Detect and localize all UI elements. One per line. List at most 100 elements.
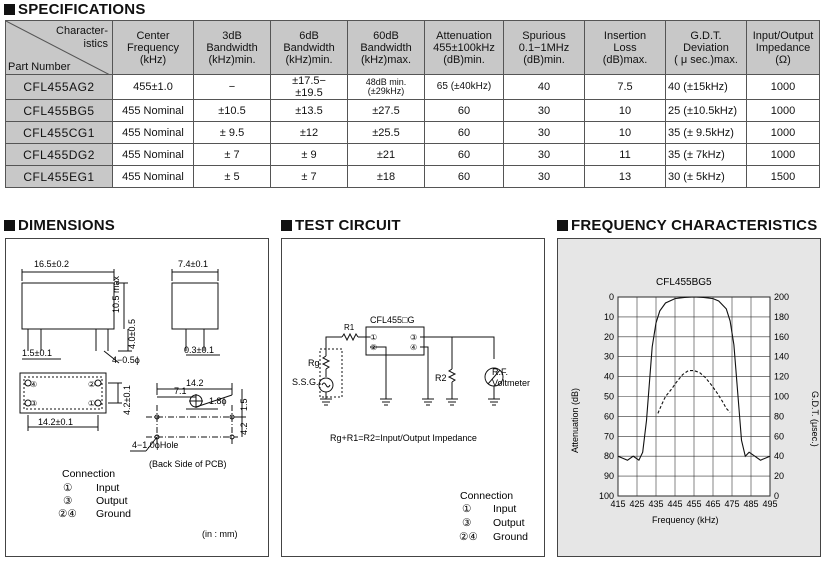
heading-square-icon (557, 220, 568, 231)
pin-3-label: ③ (30, 399, 37, 408)
attenuation-series-line (617, 296, 771, 462)
table-row: CFL455CG1 455 Nominal ± 9.5 ±12 ±25.5 60… (5, 121, 820, 144)
chart-y-tick-label: 50 (604, 392, 614, 402)
frequency-chart: CFL455BG5 Frequency (kHz) Attenuation (d… (570, 277, 820, 525)
test-circuit-heading: TEST CIRCUIT (281, 217, 401, 234)
bw60-cell: ±25.5 (347, 121, 425, 144)
gdt-cell: 35 (± 7kHz) (665, 143, 747, 166)
dim-pin-thickness-text: 0.3±0.1 (184, 345, 214, 355)
chart-y2-tick-label: 140 (774, 352, 789, 362)
gdt-cell: 40 (±15kHz) (665, 74, 747, 100)
center-frequency-cell: 455 Nominal (112, 165, 194, 188)
impedance-cell: 1000 (746, 121, 820, 144)
chart-y-tick-label: 60 (604, 411, 614, 421)
connection-label: Input (493, 503, 516, 515)
dim-length-text: 16.5±0.2 (34, 259, 69, 269)
corner-part-number-label: Part Number (8, 61, 71, 73)
header-gdt-deviation: G.D.T.Deviation( μ sec.)max. (665, 20, 747, 75)
gdt-cell: 35 (± 9.5kHz) (665, 121, 747, 144)
connection-num: ②④ (459, 531, 478, 543)
bw6-cell: ±13.5 (270, 99, 348, 122)
insertion-loss-cell: 10 (584, 99, 666, 122)
connection-title: Connection (460, 490, 513, 502)
bw6-cell: ±17.5−±19.5 (270, 74, 348, 100)
bw3-cell: ±10.5 (193, 99, 271, 122)
insertion-loss-cell: 7.5 (584, 74, 666, 100)
attenuation-cell: 65 (±40kHz) (424, 74, 504, 100)
insertion-loss-cell: 10 (584, 121, 666, 144)
chart-x-tick-label: 415 (610, 499, 625, 509)
pcb-caption-text: (Back Side of PCB) (149, 459, 227, 469)
pcb-1-8-text: 1.8ϕ (209, 396, 227, 406)
chart-y-tick-label: 100 (599, 491, 614, 501)
chart-y2-axis-label: G.D.T. (μsec.) (810, 391, 820, 447)
pin-4-text: ④ (410, 343, 417, 352)
connection-num: ②④ (58, 508, 77, 520)
chart-y2-tick-label: 0 (774, 491, 779, 501)
insertion-loss-cell: 13 (584, 165, 666, 188)
dim-pin-length-text: 4.0±0.5 (127, 319, 137, 349)
pin-3-text: ③ (410, 333, 417, 342)
voltmeter-text: Voltmeter (492, 378, 530, 388)
chart-x-tick-label: 465 (705, 499, 720, 509)
part-number-cell: CFL455CG1 (5, 121, 113, 144)
filter-label-text: CFL455□G (370, 315, 414, 325)
spurious-cell: 30 (503, 165, 585, 188)
frequency-characteristics-heading: FREQUENCY CHARACTERISTICS (557, 217, 817, 234)
center-frequency-cell: 455 Nominal (112, 99, 194, 122)
chart-y2-tick-label: 20 (774, 471, 784, 481)
corner-header-cell: Character-istics Part Number (5, 20, 113, 75)
chart-y-tick-label: 20 (604, 332, 614, 342)
attenuation-cell: 60 (424, 121, 504, 144)
filter-bottom-view (19, 372, 107, 414)
chart-y-tick-label: 70 (604, 431, 614, 441)
attenuation-cell: 60 (424, 165, 504, 188)
frequency-characteristics-panel: CFL455BG5 Frequency (kHz) Attenuation (d… (557, 238, 821, 557)
connection-label: Input (96, 482, 119, 494)
filter-side-view (171, 282, 219, 330)
ssg-text: S.S.G. (292, 377, 319, 387)
chart-x-axis-label: Frequency (kHz) (652, 515, 719, 525)
rf-text: R.F. (492, 367, 508, 377)
dim-pitch-vertical-text: 4.2±0.1 (122, 385, 132, 415)
table-row: CFL455EG1 455 Nominal ± 5 ± 7 ±18 60 30 … (5, 165, 820, 188)
test-circuit-panel: CFL455□G R1 ① ② ③ ④ Rg S.S.G. R2 R.F. Vo… (281, 238, 545, 557)
chart-y-tick-label: 0 (609, 292, 614, 302)
chart-y-tick-label: 30 (604, 352, 614, 362)
connection-num: ③ (63, 495, 73, 507)
heading-square-icon (4, 4, 15, 15)
impedance-equation: Rg+R1=R2=Input/Output Impedance (330, 433, 477, 443)
dim-pitch-horizontal-text: 14.2±0.1 (38, 417, 73, 427)
bw6-cell: ± 9 (270, 143, 348, 166)
test-circuit-drawing: CFL455□G R1 ① ② ③ ④ Rg S.S.G. R2 R.F. Vo… (292, 315, 530, 543)
chart-y2-tick-label: 200 (774, 292, 789, 302)
chart-y-tick-label: 80 (604, 451, 614, 461)
chart-title: CFL455BG5 (656, 277, 712, 288)
pcb-1-5-text: 1.5 (239, 398, 249, 411)
bw60-cell: ±21 (347, 143, 425, 166)
table-row: CFL455AG2 455±1.0 − ±17.5−±19.5 48dB min… (5, 74, 820, 100)
chart-y2-tick-label: 60 (774, 431, 784, 441)
insertion-loss-cell: 11 (584, 143, 666, 166)
heading-square-icon (281, 220, 292, 231)
chart-x-tick-label: 455 (686, 499, 701, 509)
connection-label: Ground (96, 508, 131, 520)
filter-front-view (21, 282, 115, 330)
pin-2-label: ② (88, 380, 95, 389)
connection-title: Connection (62, 468, 115, 480)
center-frequency-cell: 455 Nominal (112, 143, 194, 166)
chart-y2-tick-label: 160 (774, 332, 789, 342)
impedance-cell: 1000 (746, 99, 820, 122)
bw3-cell: − (193, 74, 271, 100)
pcb-4-2-text: 4.2 (239, 422, 249, 435)
pin-2-text: ② (370, 343, 377, 352)
chart-x-tick-label: 475 (724, 499, 739, 509)
rg-text: Rg (308, 358, 320, 368)
dimensions-heading: DIMENSIONS (4, 217, 115, 234)
